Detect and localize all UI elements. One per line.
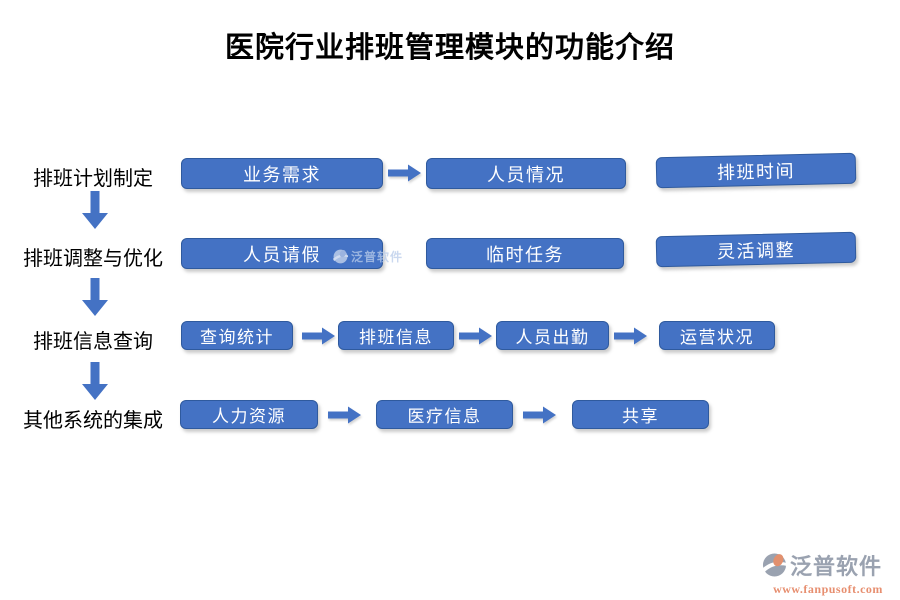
inline-watermark: 泛普软件 [333,248,403,265]
brand-name: 泛普软件 [790,554,883,579]
flow-box-schedule-time: 排班时间 [655,152,857,189]
fanpu-watermark-icon [333,249,348,264]
flow-box-staff-situation: 人员情况 [426,158,626,189]
flow-box-schedule-info: 排班信息 [338,321,454,350]
flow-box-medical-info: 医疗信息 [376,400,513,429]
down-arrow-icon [82,191,108,229]
flow-box-query-stats: 查询统计 [181,321,293,350]
right-arrow-icon [459,327,492,345]
flow-box-hr: 人力资源 [180,400,318,429]
down-arrow-icon [82,278,108,316]
brand-logo: 泛普软件 www.fanpusoft.com [762,549,894,597]
right-arrow-icon [523,406,556,424]
fanpu-logo-icon [762,553,787,577]
page-title: 医院行业排班管理模块的功能介绍 [224,32,675,64]
brand-url: www.fanpusoft.com [773,582,883,596]
flow-box-temp-task: 临时任务 [426,238,624,269]
stage-label-plan: 排班计划制定 [33,168,153,190]
flow-box-staff-leave: 人员请假 [181,238,383,269]
down-arrow-icon [82,362,108,400]
right-arrow-icon [614,327,647,345]
flow-box-share: 共享 [572,400,709,429]
flow-box-business-needs: 业务需求 [181,158,383,189]
flow-box-staff-attendance: 人员出勤 [496,321,609,350]
stage-label-adjust: 排班调整与优化 [23,248,163,270]
right-arrow-icon [388,164,421,182]
stage-label-integration: 其他系统的集成 [23,410,163,432]
flow-box-flexible-adjust: 灵活调整 [655,231,857,268]
flow-box-operation-status: 运营状况 [659,321,775,350]
right-arrow-icon [328,406,361,424]
watermark-brand-text: 泛普软件 [351,250,404,264]
stage-label-query: 排班信息查询 [33,331,153,353]
right-arrow-icon [302,327,335,345]
